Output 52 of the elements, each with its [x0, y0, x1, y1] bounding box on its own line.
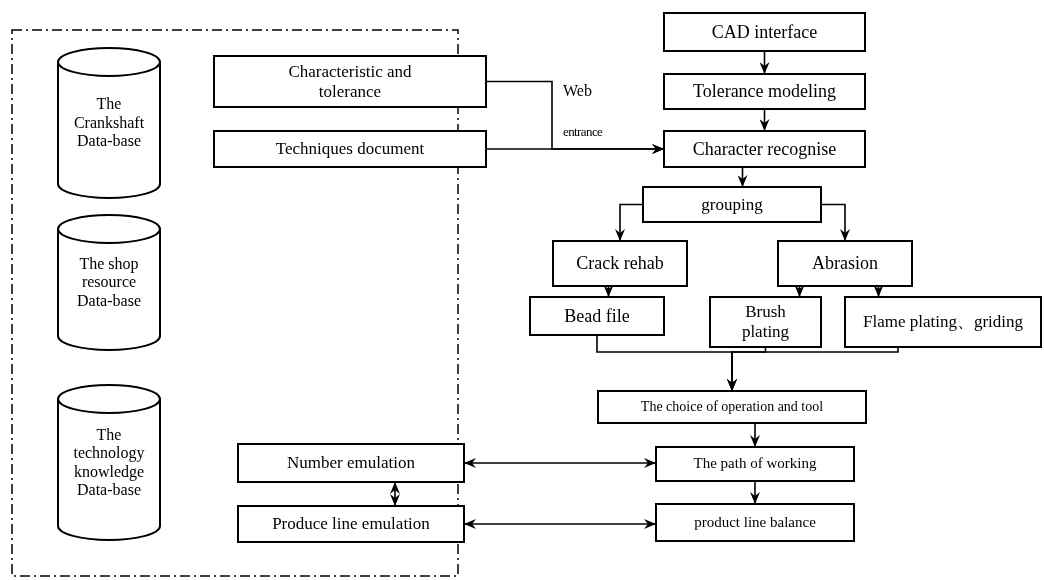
- arrow: [873, 285, 884, 297]
- arrow: [737, 167, 748, 187]
- node-label: Brush plating: [740, 302, 791, 342]
- arrow: [794, 285, 805, 297]
- node-label: The path of working: [693, 455, 817, 473]
- node-label: Tolerance modeling: [692, 81, 837, 102]
- arrow: [390, 482, 400, 506]
- node-label: Flame plating、griding: [862, 312, 1024, 332]
- process-box: [529, 296, 665, 336]
- process-box: [663, 130, 866, 168]
- arrow: [486, 144, 664, 154]
- arrow: [821, 203, 850, 241]
- process-box: [213, 130, 487, 168]
- process-box: [663, 73, 866, 110]
- arrow: [464, 519, 656, 529]
- annotation-text: Web: [563, 82, 592, 100]
- process-box: [237, 443, 465, 483]
- node-label: CAD interface: [711, 21, 818, 43]
- process-box: [777, 240, 913, 287]
- node-label: Produce line emulation: [272, 514, 430, 534]
- process-box: [552, 240, 688, 287]
- node-label: The shop resource Data-base: [76, 254, 142, 311]
- process-box: [597, 390, 867, 424]
- process-box: [844, 296, 1042, 348]
- node-label: Bead file: [564, 305, 630, 327]
- node-label: product line balance: [694, 513, 816, 532]
- arrow: [750, 423, 760, 447]
- arrow: [464, 458, 656, 468]
- annotation-text: entrance: [563, 124, 603, 140]
- arrow: [615, 203, 643, 241]
- node-label: The Crankshaft Data-base: [72, 95, 146, 151]
- node-label: Techniques document: [275, 139, 425, 159]
- process-box: [655, 503, 855, 542]
- node-label: grouping: [701, 194, 763, 215]
- node-label: Character recognise: [692, 138, 837, 160]
- node-label: The choice of operation and tool: [640, 398, 824, 416]
- process-box: [709, 296, 822, 348]
- process-box: [663, 12, 866, 52]
- arrow: [750, 481, 760, 504]
- node-label: Characteristic and tolerance: [287, 61, 413, 102]
- process-box: [213, 55, 487, 108]
- process-box: [642, 186, 822, 223]
- node-label: Abrasion: [812, 253, 878, 274]
- node-label: Number emulation: [287, 453, 415, 473]
- process-box: [237, 505, 465, 543]
- arrow: [759, 109, 770, 131]
- process-box: [655, 446, 855, 482]
- arrow: [727, 347, 899, 391]
- arrow: [603, 285, 614, 297]
- node-label: The technology knowledge Data-base: [72, 425, 146, 500]
- arrow: [759, 51, 770, 74]
- node-label: Crack rehab: [576, 253, 664, 274]
